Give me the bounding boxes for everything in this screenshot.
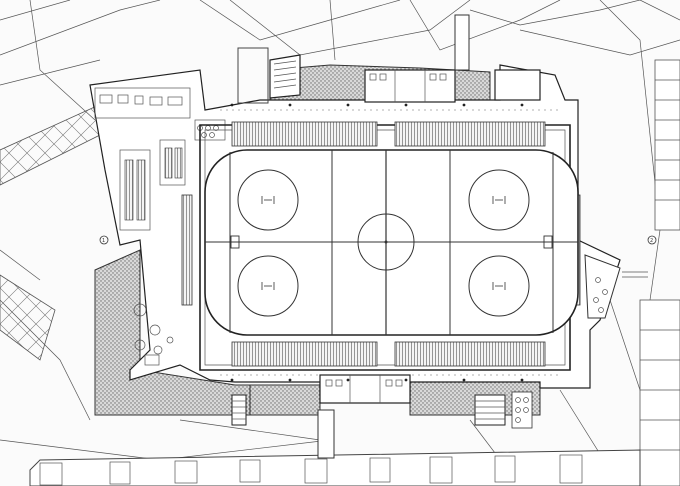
bottom-building-row <box>29 449 641 486</box>
seating-north-right <box>394 121 546 147</box>
seating-north-left <box>231 121 378 147</box>
center-circle <box>357 213 415 271</box>
goal-crease-east <box>543 235 553 249</box>
faceoff-circle-nw <box>237 169 299 231</box>
south-stair-east <box>474 391 533 429</box>
north-stair <box>237 47 301 104</box>
seating-south-left <box>231 341 378 367</box>
truss-band-lower-left <box>0 274 56 361</box>
seating-south-right <box>394 341 546 367</box>
right-building-strip <box>639 59 680 486</box>
faceoff-circle-ne <box>468 169 530 231</box>
faceoff-circle-sw <box>237 255 299 317</box>
svg-text:1: 1 <box>102 238 105 244</box>
cafe-tables <box>133 303 174 366</box>
truss-band-upper-left <box>0 99 111 186</box>
north-service-rooms <box>364 14 541 103</box>
entry-marker-west: 1 <box>99 235 109 245</box>
svg-text:2: 2 <box>650 238 653 244</box>
entry-marker-east: 2 <box>647 235 657 245</box>
ice-rink <box>204 149 579 336</box>
goal-crease-west <box>230 235 240 249</box>
structural-columns <box>230 103 524 382</box>
south-service-rooms <box>317 374 411 459</box>
south-stair-west <box>231 394 247 426</box>
east-lounge <box>584 254 648 319</box>
faceoff-circle-se <box>468 255 530 317</box>
